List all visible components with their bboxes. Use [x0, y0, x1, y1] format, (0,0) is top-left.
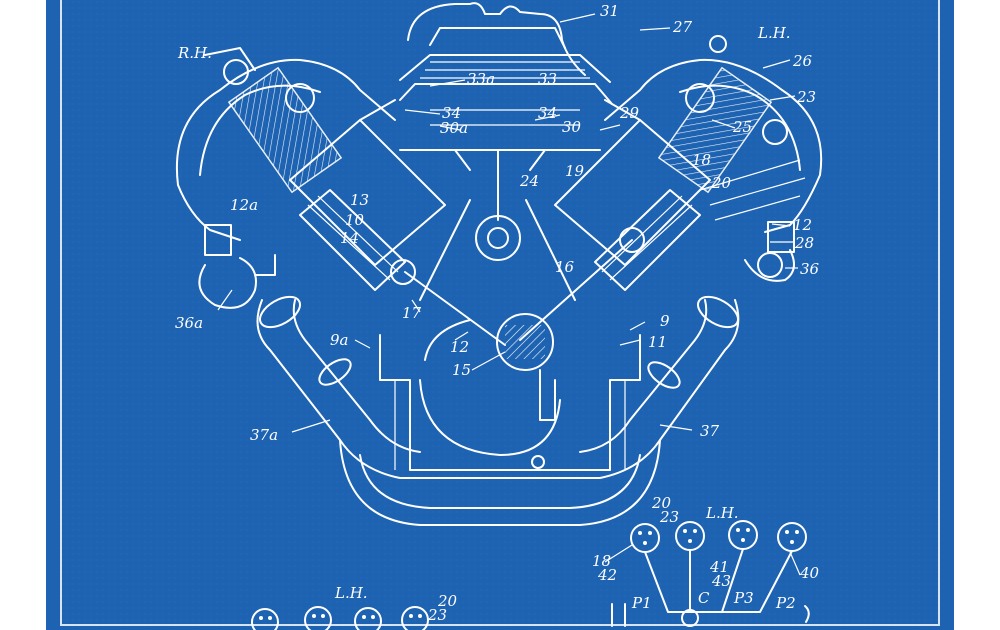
engine-cross-section-icon — [176, 2, 823, 526]
label-24: 24 — [519, 172, 539, 190]
label-28: 28 — [794, 234, 814, 252]
label-34-right: 34 — [538, 104, 557, 122]
label-19: 19 — [565, 162, 585, 180]
label-12-center: 12 — [450, 338, 469, 356]
label-30: 30 — [562, 118, 582, 136]
bottom-lh-label: L.H. — [334, 584, 368, 602]
inset-41-label: 41 — [709, 558, 729, 576]
label-33a: 33a — [467, 70, 495, 88]
leader-lines — [217, 13, 798, 433]
label-31: 31 — [600, 2, 619, 20]
label-36a: 36a — [175, 314, 203, 332]
label-9a: 9a — [330, 331, 349, 349]
label-33: 33 — [538, 70, 557, 88]
label-9: 9 — [660, 312, 670, 330]
paper-texture — [60, 0, 940, 626]
label-rh: R.H. — [177, 44, 212, 62]
label-12: 12 — [793, 216, 812, 234]
firing-order-labels: L.H. 20 23 18 42 41 43 40 P1 C P3 P2 — [592, 494, 820, 612]
inset-20-label: 20 — [651, 494, 672, 512]
label-13: 13 — [350, 191, 369, 209]
inset-18-label: 18 — [592, 552, 611, 570]
inset-c-label: C — [698, 589, 710, 607]
bottom-inset-labels: L.H. 20 23 — [334, 584, 458, 624]
label-17-left: 17 — [402, 304, 422, 322]
inset-lh-label: L.H. — [705, 504, 739, 522]
label-29: 29 — [619, 104, 640, 122]
label-14: 14 — [340, 229, 359, 247]
label-20: 20 — [711, 174, 732, 192]
label-34-left: 34 — [442, 104, 461, 122]
firing-order-diagram-icon — [604, 520, 810, 627]
label-lh-top: L.H. — [757, 24, 791, 42]
label-26: 26 — [792, 52, 813, 70]
label-36: 36 — [800, 260, 820, 278]
label-25: 25 — [732, 118, 752, 136]
inset-40-label: 40 — [799, 564, 820, 582]
inset-43-label: 43 — [711, 572, 731, 590]
inset-p2-label: P2 — [775, 594, 796, 612]
label-15: 15 — [452, 361, 471, 379]
label-37a: 37a — [250, 426, 278, 444]
label-16: 16 — [555, 258, 575, 276]
inset-42-label: 42 — [597, 566, 617, 584]
label-18: 18 — [692, 151, 711, 169]
callout-labels: R.H. L.H. 31 27 26 23 33a 33 34 30a 34 3… — [175, 2, 820, 444]
inset-23-label: 23 — [659, 508, 679, 526]
bottom-20-label: 20 — [437, 592, 458, 610]
label-12a: 12a — [230, 196, 258, 214]
label-30a: 30a — [440, 119, 468, 137]
bottom-firing-order-icon — [251, 606, 429, 630]
label-11: 11 — [648, 333, 667, 351]
inset-p1-label: P1 — [631, 594, 652, 612]
label-23: 23 — [796, 88, 816, 106]
inset-p3-label: P3 — [733, 589, 754, 607]
label-10: 10 — [345, 211, 365, 229]
label-37: 37 — [700, 422, 720, 440]
bottom-23-label: 23 — [427, 606, 447, 624]
label-27: 27 — [672, 18, 693, 36]
